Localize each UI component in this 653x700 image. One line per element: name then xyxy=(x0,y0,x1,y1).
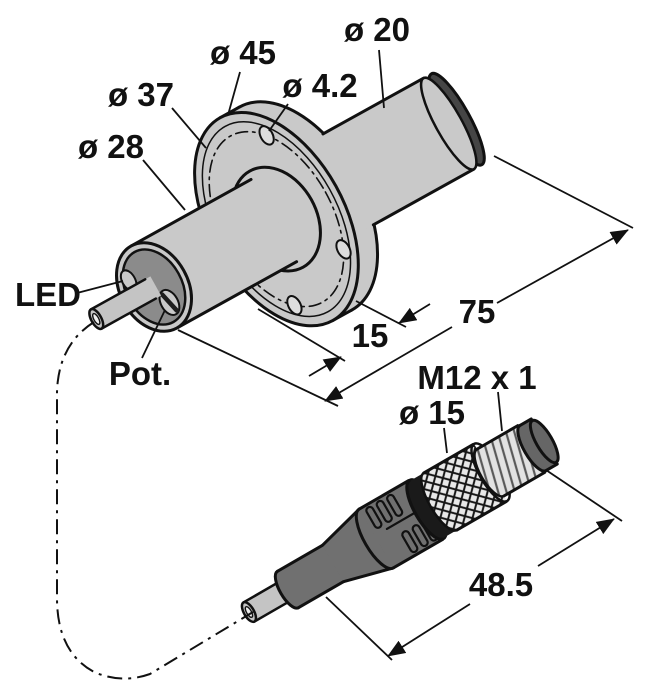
dim-line xyxy=(308,356,342,377)
dim-label-15: 15 xyxy=(352,317,389,354)
sensor-drawing xyxy=(88,71,486,333)
mounting-hole xyxy=(335,239,352,260)
dimension-lines xyxy=(177,155,634,661)
label-head-diameter: ø 28 xyxy=(78,128,144,165)
cable-centerline-link xyxy=(56,321,254,680)
dimension-15 xyxy=(257,300,431,377)
extension-line xyxy=(355,300,407,328)
label-bolt-circle-diameter: ø 37 xyxy=(108,76,174,113)
sensor-cable xyxy=(88,276,162,331)
label-flange-diameter: ø 45 xyxy=(210,34,276,71)
label-thread-spec: M12 x 1 xyxy=(417,359,536,396)
dimension-75 xyxy=(177,155,634,407)
leader-pot xyxy=(141,309,166,359)
label-led: LED xyxy=(15,276,81,313)
leader-lines xyxy=(76,49,503,454)
connector-tip xyxy=(516,417,560,473)
leader-body-diameter xyxy=(443,427,448,454)
extension-line xyxy=(493,155,634,229)
label-hole-diameter: ø 4.2 xyxy=(282,67,357,104)
label-connector-diameter: ø 15 xyxy=(399,394,465,431)
label-barrel-diameter: ø 20 xyxy=(344,11,410,48)
dimension-48-5 xyxy=(325,469,623,661)
leader-barrel-diameter xyxy=(378,49,385,109)
leader-bolt-circle xyxy=(171,107,207,149)
dim-label-75: 75 xyxy=(459,293,496,330)
strain-relief-boot xyxy=(273,543,346,610)
label-pot: Pot. xyxy=(109,355,171,392)
dim-label-48-5: 48.5 xyxy=(469,566,533,603)
dim-line xyxy=(387,603,471,657)
connector-drawing xyxy=(240,417,560,624)
extension-line xyxy=(257,308,346,362)
mounting-hole xyxy=(286,294,303,316)
dim-line xyxy=(537,518,615,567)
extension-line xyxy=(545,469,623,522)
leader-thread-spec xyxy=(497,391,503,432)
extension-line xyxy=(177,329,339,407)
leader-led xyxy=(76,280,124,294)
leader-flange-diameter xyxy=(227,71,241,116)
dim-line xyxy=(398,303,431,324)
dim-line xyxy=(496,229,629,304)
dim-line xyxy=(324,326,453,402)
leader-head-diameter xyxy=(142,159,186,211)
leader-hole-diameter xyxy=(268,103,289,132)
connector-taper xyxy=(320,507,395,584)
potentiometer xyxy=(158,288,181,316)
extension-line xyxy=(325,596,393,661)
